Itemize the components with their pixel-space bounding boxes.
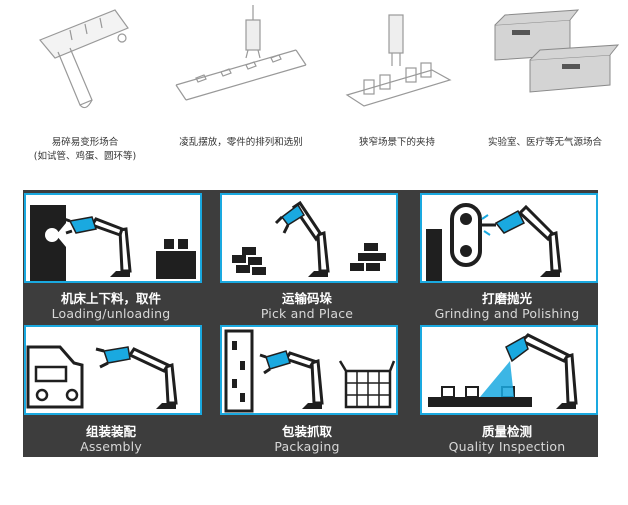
app-title-zh-1: 运输码垛: [281, 291, 332, 306]
loading-robot-icon: [30, 205, 196, 281]
usecase-fragile: 易碎易变形场合 (如试管、鸡蛋、圆环等): [10, 0, 160, 170]
usecase-narrow: 狭窄场景下的夹持: [322, 0, 472, 170]
app-title-en-1: Pick and Place: [260, 306, 354, 321]
top-caption-0: 易碎易变形场合 (如试管、鸡蛋、圆环等): [33, 137, 137, 162]
laboratory-building-icon: [494, 9, 620, 93]
inspection-robot-icon: [428, 333, 578, 409]
assembly-robot-icon: [26, 345, 178, 409]
app-cell-pick-place: [220, 193, 398, 283]
app-title-zh-0: 机床上下料，取件: [60, 291, 161, 306]
top-caption-1: 凌乱摆放，零件的排列和选别: [179, 137, 303, 148]
app-title-zh-3: 组装装配: [85, 424, 136, 439]
app-title-zh-4: 包装抓取: [281, 424, 332, 439]
top-caption-3: 实验室、医疗等无气源场合: [487, 137, 602, 148]
app-title-en-5: Quality Inspection: [448, 439, 566, 454]
grinding-robot-icon: [426, 203, 562, 281]
test-tube-gripper-icon: [39, 9, 129, 109]
conveyor-sorting-icon: [175, 5, 307, 101]
app-cell-grinding: [420, 193, 598, 283]
app-title-en-0: Loading/unloading: [51, 306, 171, 321]
app-title-zh-2: 打磨抛光: [481, 291, 532, 306]
app-title-en-4: Packaging: [274, 439, 340, 454]
narrow-gripper-icon: [345, 14, 452, 107]
app-cell-packaging: [220, 325, 398, 415]
app-cell-assembly: [24, 325, 202, 415]
app-title-zh-5: 质量检测: [481, 424, 532, 439]
usecase-sorting: 凌乱摆放，零件的排列和选别: [166, 0, 316, 170]
top-caption-2: 狭窄场景下的夹持: [358, 137, 435, 148]
app-title-en-2: Grinding and Polishing: [434, 306, 580, 321]
packaging-robot-icon: [224, 329, 396, 413]
usecase-laboratory: 实验室、医疗等无气源场合: [470, 0, 620, 170]
app-title-en-3: Assembly: [80, 439, 142, 454]
pick-place-robot-icon: [232, 200, 386, 277]
app-cell-inspection: [420, 325, 598, 415]
app-cell-loading: [24, 193, 202, 283]
